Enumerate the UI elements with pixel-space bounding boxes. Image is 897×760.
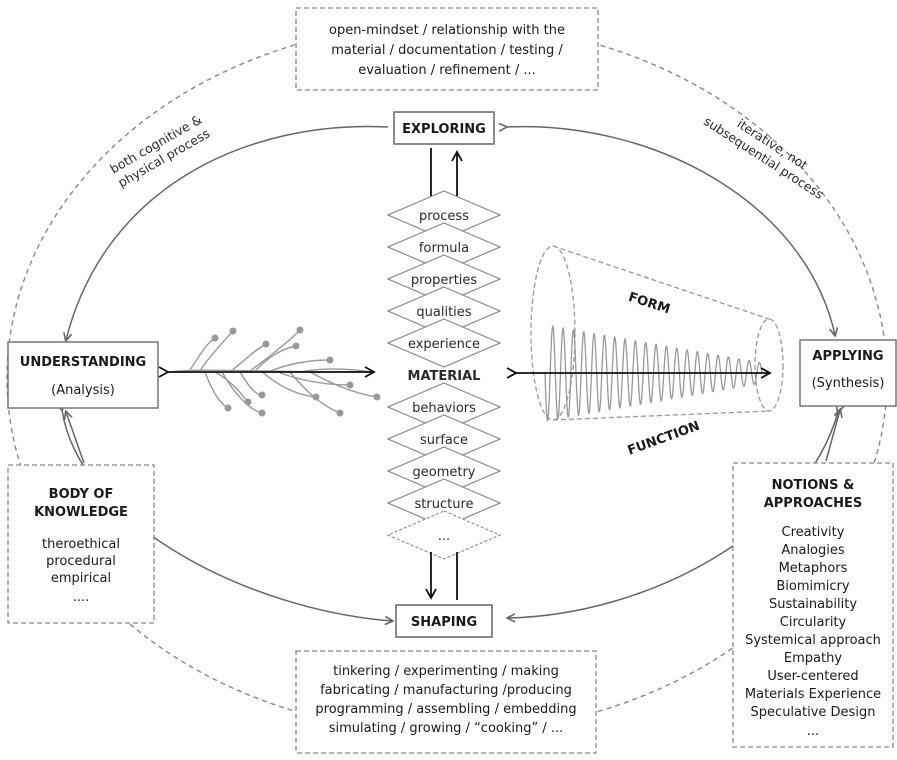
svg-text:KNOWLEDGE: KNOWLEDGE (34, 505, 128, 520)
notion-item: Materials Experience (745, 687, 881, 702)
notion-item: Biomimicry (776, 579, 850, 594)
stack-item: geometry (412, 465, 475, 480)
knowledge-item: procedural (46, 554, 116, 569)
applying-box: APPLYING (Synthesis) (799, 339, 897, 407)
notion-item: User-centered (767, 669, 858, 684)
notion-item: Systemical approach (745, 633, 881, 648)
understanding-box: UNDERSTANDING (Analysis) (7, 341, 159, 409)
stack-item: ... (438, 529, 450, 544)
top-note-line: open-mindset / relationship with the (329, 23, 565, 38)
notion-item: Analogies (781, 543, 845, 558)
stack-item: behaviors (412, 401, 476, 416)
svg-text:BODY OF: BODY OF (49, 487, 114, 502)
branch-nodes (211, 326, 381, 417)
stack-item: process (419, 209, 469, 224)
understanding-label: UNDERSTANDING (20, 355, 146, 370)
right-arc-note: iterative, not subsequential process (701, 113, 826, 202)
stack-item: formula (419, 241, 469, 256)
arrow-notions-applying (825, 410, 840, 462)
exploring-box: EXPLORING (393, 111, 495, 145)
notion-item: Circularity (780, 615, 847, 630)
stack-item: surface (420, 433, 468, 448)
notion-item: Creativity (782, 525, 845, 540)
top-note-line: evaluation / refinement / ... (358, 63, 536, 78)
exploring-label: EXPLORING (402, 122, 486, 137)
bottom-note-line: programming / assembling / embedding (315, 702, 576, 717)
bottom-note-line: fabricating / manufacturing /producing (320, 683, 572, 698)
svg-text:NOTIONS &: NOTIONS & (772, 478, 855, 493)
shaping-box: SHAPING (395, 604, 493, 638)
form-label: FORM (626, 290, 671, 318)
stack-item: experience (408, 337, 480, 352)
applying-sub: (Synthesis) (812, 376, 885, 391)
arc-exploring-to-understanding (66, 125, 389, 340)
stack-item: qualities (416, 305, 471, 320)
form-function-cone (530, 245, 784, 421)
knowledge-item: empirical (51, 571, 111, 586)
arc-understanding-to-shaping (62, 410, 392, 621)
knowledge-item: theroethical (42, 537, 120, 552)
top-note-line: material / documentation / testing / (331, 43, 563, 58)
notion-item: Empathy (784, 651, 842, 666)
notion-item: ... (807, 724, 819, 739)
bottom-note-line: simulating / growing / “cooking” / ... (329, 721, 564, 736)
arrow-knowledge-understanding (66, 412, 85, 464)
notion-item: Metaphors (779, 561, 848, 576)
shaping-label: SHAPING (411, 615, 477, 630)
notion-item: Speculative Design (751, 705, 876, 720)
stack-item: properties (411, 273, 478, 288)
bottom-note: tinkering / experimenting / making fabri… (295, 650, 597, 754)
material-stack: process formula properties qualities exp… (386, 190, 502, 560)
notions-approaches-box: NOTIONS & APPROACHES Creativity Analogie… (732, 462, 894, 748)
svg-text:APPROACHES: APPROACHES (764, 496, 863, 511)
stack-item: structure (415, 497, 474, 512)
understanding-sub: (Analysis) (51, 383, 115, 398)
stack-item-material: MATERIAL (408, 369, 481, 384)
body-of-knowledge-box: BODY OF KNOWLEDGE theroethical procedura… (7, 464, 155, 624)
left-arc-note: both cognitive & physical process (107, 112, 212, 191)
arc-applying-to-shaping (508, 412, 838, 618)
knowledge-item: .... (73, 590, 90, 605)
top-note: open-mindset / relationship with the mat… (295, 7, 599, 91)
function-label: FUNCTION (626, 419, 702, 459)
notion-item: Sustainability (769, 597, 857, 612)
applying-label: APPLYING (812, 349, 883, 364)
bottom-note-line: tinkering / experimenting / making (333, 664, 559, 679)
arc-exploring-to-applying (506, 127, 835, 335)
